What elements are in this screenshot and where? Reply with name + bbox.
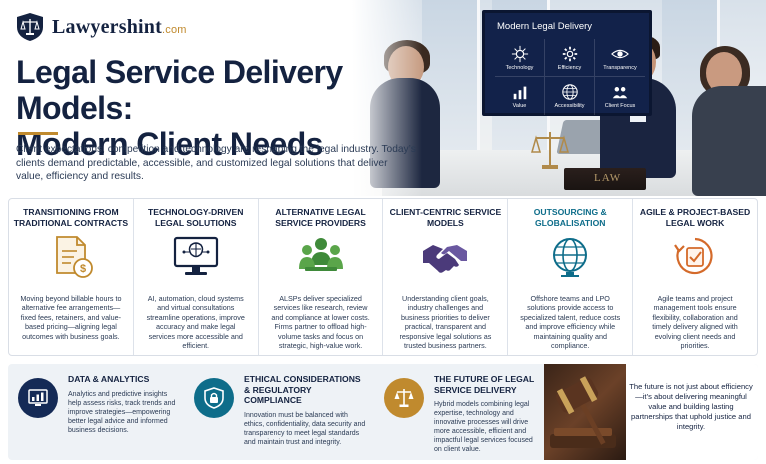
closing-quote-panel: The future is not just about efficiency—… — [544, 364, 758, 460]
screen-grid: Technology Efficiency Transparency Value… — [495, 39, 645, 115]
screen-item-efficiency: Efficiency — [545, 39, 595, 77]
circuit-icon — [511, 45, 528, 62]
card-text: Moving beyond billable hours to alternat… — [20, 294, 122, 341]
title-divider — [18, 132, 58, 135]
page-title: Legal Service Delivery Models: Modern Cl… — [16, 54, 343, 162]
feature-text: Innovation must be balanced with ethics,… — [244, 411, 366, 446]
card-text: Offshore teams and LPO solutions provide… — [520, 294, 621, 351]
card-title: CLIENT-CENTRIC SERVICE MODELS — [389, 207, 502, 228]
ai-monitor-icon — [173, 236, 218, 275]
header: LAW Modern Legal Delivery Technology Eff… — [0, 0, 766, 196]
shield-scales-icon — [17, 13, 43, 41]
feature-title: THE FUTURE OF LEGAL SERVICE DELIVERY — [434, 374, 535, 395]
card-text: Understanding client goals, industry cha… — [399, 294, 492, 351]
scales-icon — [394, 389, 414, 407]
card-title: TECHNOLOGY-DRIVEN LEGAL SOLUTIONS — [147, 207, 244, 228]
card-alsp: ALTERNATIVE LEGAL SERVICE PROVIDERS ALSP… — [259, 199, 384, 355]
models-cards: TRANSITIONING FROM TRADITIONAL CONTRACTS… — [8, 198, 758, 356]
agile-cycle-icon — [674, 237, 713, 275]
card-agile: AGILE & PROJECT-BASED LEGAL WORK Agile t… — [633, 199, 757, 355]
card-title: AGILE & PROJECT-BASED LEGAL WORK — [639, 207, 751, 228]
screen-title: Modern Legal Delivery — [497, 21, 593, 32]
feature-text: Analytics and predictive insights help a… — [68, 390, 176, 434]
shield-lock-icon — [204, 387, 224, 409]
card-text: ALSPs deliver specialized services like … — [271, 294, 370, 351]
feature-title: ETHICAL CONSIDERATIONS & REGULATORY COMP… — [244, 374, 361, 405]
feature-data-analytics: DATA & ANALYTICS Analytics and predictiv… — [8, 364, 184, 460]
card-title: TRANSITIONING FROM TRADITIONAL CONTRACTS — [13, 207, 129, 228]
hero-photo: LAW Modern Legal Delivery Technology Eff… — [352, 0, 766, 196]
feature-future-delivery: THE FUTURE OF LEGAL SERVICE DELIVERY Hyb… — [374, 364, 544, 460]
handshake-icon — [423, 245, 468, 273]
card-title: OUTSOURCING & GLOBALISATION — [533, 207, 607, 228]
analytics-icon — [28, 389, 48, 406]
gear-icon — [562, 46, 577, 61]
brand-name: Lawyershint.com — [52, 15, 187, 38]
card-text: Agile teams and project management tools… — [652, 294, 738, 351]
wall-screen: Modern Legal Delivery Technology Efficie… — [482, 10, 652, 116]
card-title: ALTERNATIVE LEGAL SERVICE PROVIDERS — [275, 207, 366, 228]
card-client-centric: CLIENT-CENTRIC SERVICE MODELS Understand… — [383, 199, 509, 355]
feature-ethics-compliance: ETHICAL CONSIDERATIONS & REGULATORY COMP… — [184, 364, 374, 460]
screen-item-client-focus: Client Focus — [595, 77, 645, 115]
scales-icon — [531, 132, 569, 169]
feature-text: Hybrid models combining legal expertise,… — [434, 401, 533, 453]
gavel-image — [544, 364, 626, 460]
intro-text: Client expectations, competition and tec… — [16, 144, 416, 182]
gavel-icon — [550, 376, 616, 448]
chart-icon — [513, 86, 526, 100]
feature-icon-circle — [18, 378, 58, 418]
eye-icon — [611, 49, 629, 58]
feature-icon-circle — [194, 378, 234, 418]
feature-icon-circle — [384, 378, 424, 418]
svg-text:$: $ — [80, 263, 86, 275]
team-icon — [298, 238, 343, 271]
screen-item-value: Value — [495, 77, 545, 115]
screen-item-transparency: Transparency — [595, 39, 645, 77]
card-traditional-contracts: TRANSITIONING FROM TRADITIONAL CONTRACTS… — [9, 199, 134, 355]
globe-icon — [553, 238, 588, 277]
people-icon — [612, 87, 628, 99]
card-technology-solutions: TECHNOLOGY-DRIVEN LEGAL SOLUTIONS AI, au… — [134, 199, 259, 355]
brand-logo[interactable]: Lawyershint.com — [16, 12, 187, 42]
screen-item-accessibility: Accessibility — [545, 77, 595, 115]
feature-title: DATA & ANALYTICS — [68, 374, 150, 384]
invoice-dollar-icon: $ — [56, 236, 93, 278]
card-outsourcing: OUTSOURCING & GLOBALISATION Offshore tea… — [508, 199, 634, 355]
card-text: AI, automation, cloud systems and virtua… — [146, 294, 245, 351]
law-book: LAW — [564, 168, 646, 190]
globe-icon — [561, 84, 578, 100]
closing-quote: The future is not just about efficiency—… — [629, 382, 753, 431]
screen-item-technology: Technology — [495, 39, 545, 77]
bottom-band: DATA & ANALYTICS Analytics and predictiv… — [8, 364, 758, 460]
